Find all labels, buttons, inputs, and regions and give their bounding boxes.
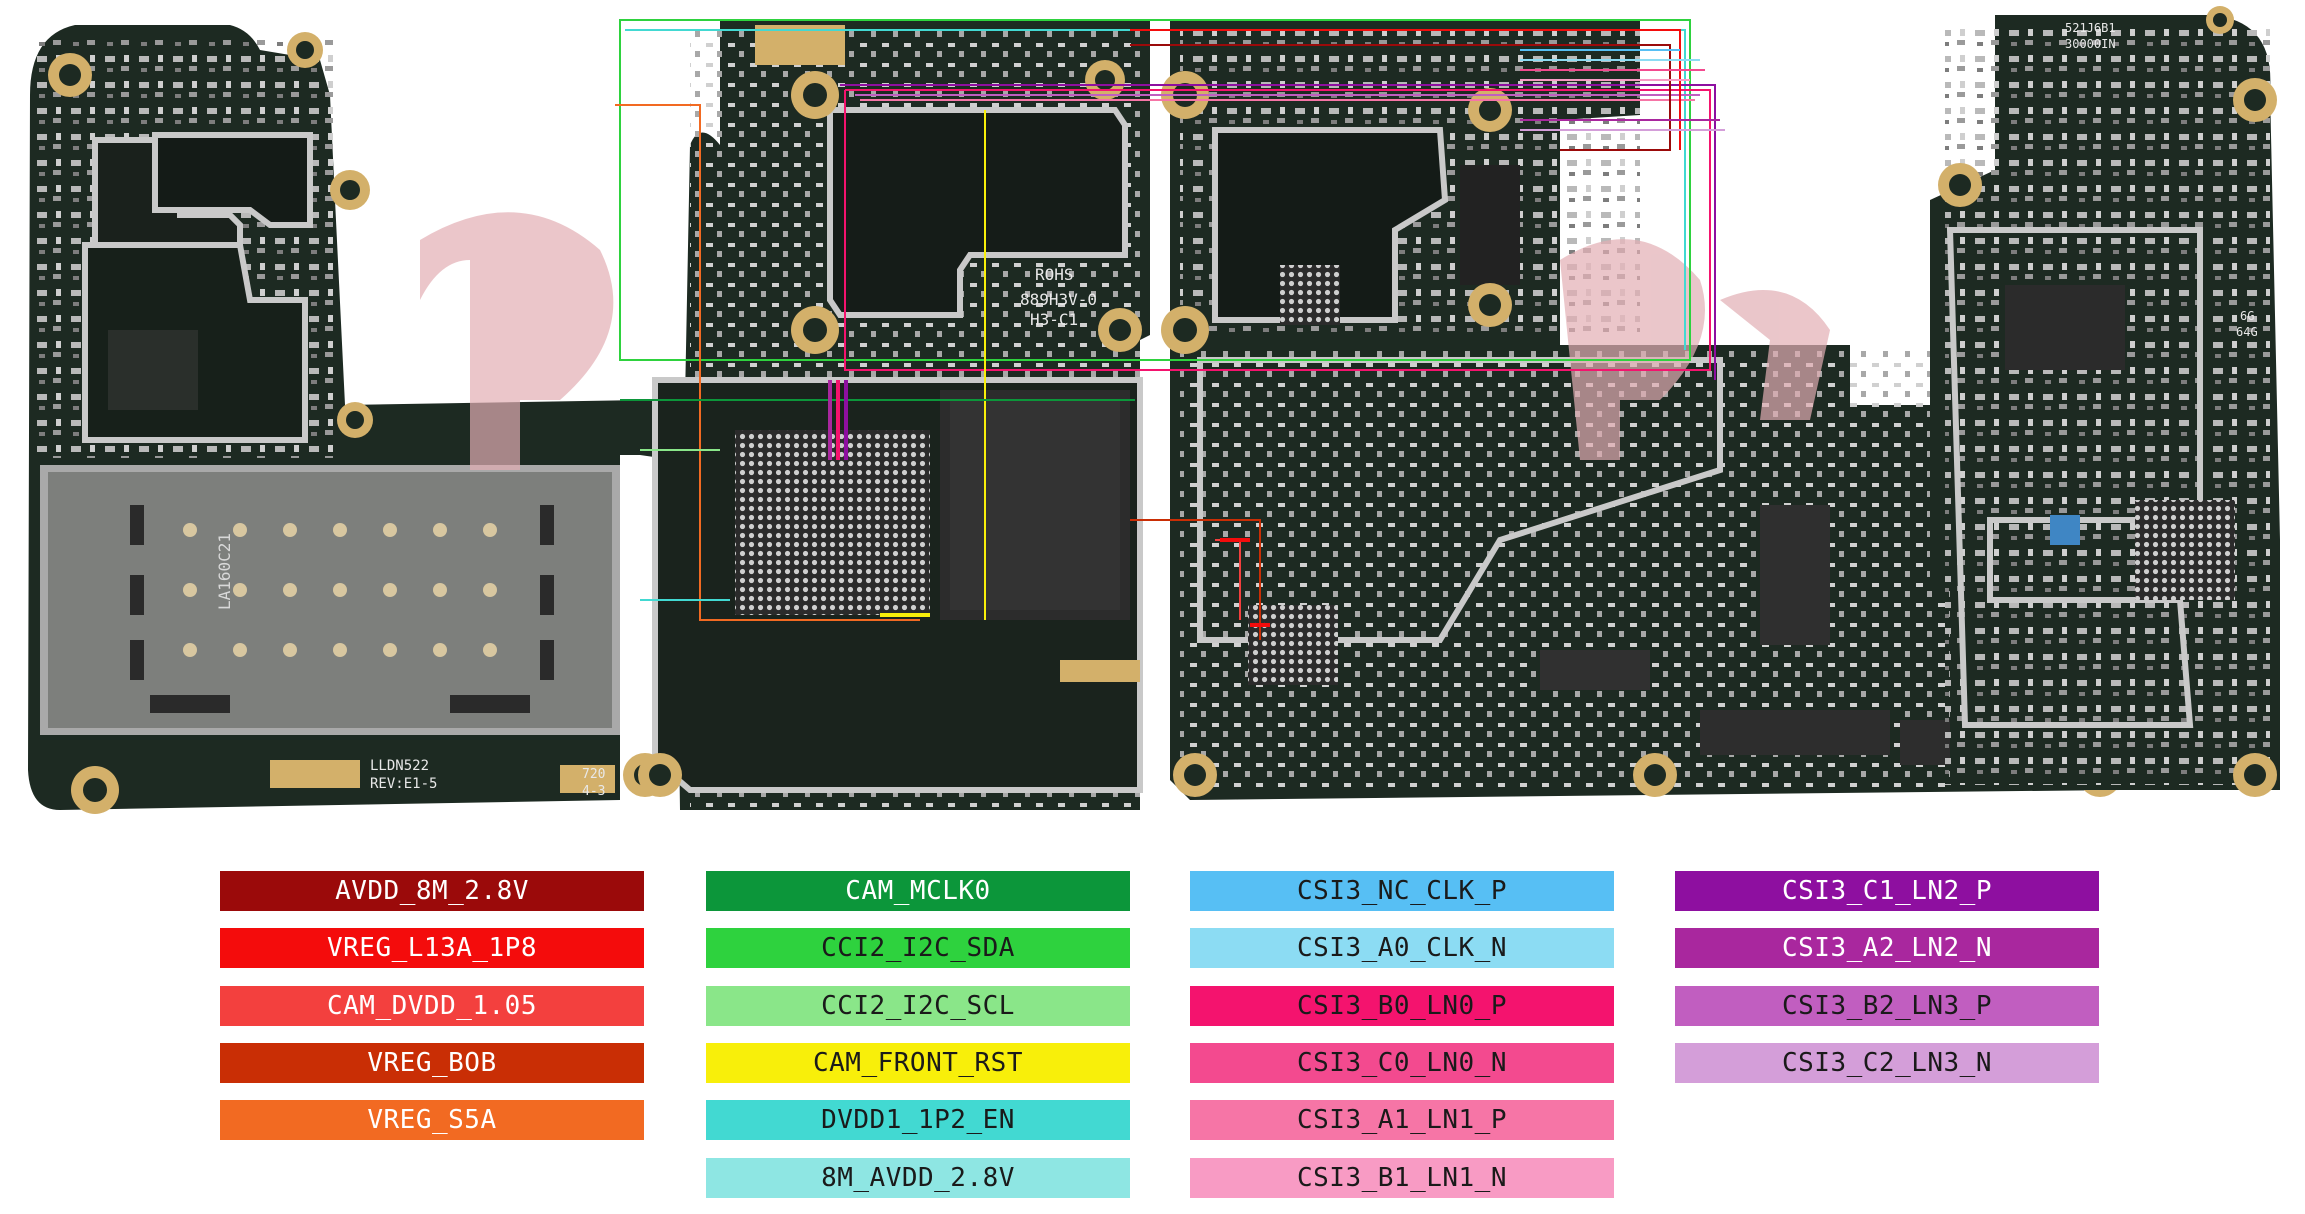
legend-csi3-b0-ln0-p: CSI3_B0_LN0_P [1190, 986, 1614, 1026]
silk-lldn: LLDN522 [370, 758, 429, 774]
legend-label: CSI3_B1_LN1_N [1297, 1163, 1507, 1193]
silk-lab: LA160C21 [215, 533, 234, 610]
silk-code2: H3-C1 [1030, 310, 1078, 329]
legend-csi3-c2-ln3-n: CSI3_C2_LN3_N [1675, 1043, 2099, 1083]
legend-label: CSI3_C0_LN0_N [1297, 1048, 1507, 1078]
legend-label: CCI2_I2C_SDA [821, 933, 1015, 963]
legend-csi3-a1-ln1-p: CSI3_A1_LN1_P [1190, 1100, 1614, 1140]
legend-label: CSI3_NC_CLK_P [1297, 876, 1507, 906]
legend-cam-dvdd-1v05: CAM_DVDD_1.05 [220, 986, 644, 1026]
legend-dvdd1-1p2-en: DVDD1_1P2_EN [706, 1100, 1130, 1140]
silk-num: 720 [582, 767, 605, 782]
silk-mem: 6G [2240, 309, 2254, 323]
legend-label: AVDD_8M_2.8V [335, 876, 529, 906]
silk-mem2: 64G [2236, 325, 2258, 339]
legend-cci2-i2c-scl: CCI2_I2C_SCL [706, 986, 1130, 1026]
pcb-board-image: ROHS 889H3V-0 H3-C1 LLDN522 REV:E1-5 720… [28, 6, 2280, 814]
silk-rev: REV:E1-5 [370, 776, 437, 792]
legend-label: CSI3_C2_LN3_N [1782, 1048, 1992, 1078]
middle-board [638, 20, 1150, 810]
legend-csi3-c1-ln2-p: CSI3_C1_LN2_P [1675, 871, 2099, 911]
legend-label: CAM_MCLK0 [845, 876, 991, 906]
legend-cci2-i2c-sda: CCI2_I2C_SDA [706, 928, 1130, 968]
legend-csi3-c0-ln0-n: CSI3_C0_LN0_N [1190, 1043, 1614, 1083]
silk-chip-code: 521J6B1 [2065, 21, 2116, 35]
legend-label: VREG_L13A_1P8 [327, 933, 537, 963]
silk-chip-code2: 30000IN [2065, 37, 2116, 51]
legend-label: CAM_DVDD_1.05 [327, 991, 537, 1021]
legend-csi3-a2-ln2-n: CSI3_A2_LN2_N [1675, 928, 2099, 968]
legend-csi3-b2-ln3-p: CSI3_B2_LN3_P [1675, 986, 2099, 1026]
legend-label: 8M_AVDD_2.8V [821, 1163, 1015, 1193]
legend-csi3-a0-clk-n: CSI3_A0_CLK_N [1190, 928, 1614, 968]
signal-traces [615, 19, 1725, 640]
legend-label: VREG_BOB [367, 1048, 497, 1078]
legend-csi3-b1-ln1-n: CSI3_B1_LN1_N [1190, 1158, 1614, 1198]
legend-8m-avdd-2v8: 8M_AVDD_2.8V [706, 1158, 1130, 1198]
legend-label: CSI3_A0_CLK_N [1297, 933, 1507, 963]
legend-label: DVDD1_1P2_EN [821, 1105, 1015, 1135]
left-board [28, 25, 667, 814]
legend-avdd-8m-2v8: AVDD_8M_2.8V [220, 871, 644, 911]
legend-label: CSI3_C1_LN2_P [1782, 876, 1992, 906]
legend-label: CSI3_B2_LN3_P [1782, 991, 1992, 1021]
right-board [1930, 6, 2280, 797]
legend-label: CSI3_B0_LN0_P [1297, 991, 1507, 1021]
legend-csi3-nc-clk-p: CSI3_NC_CLK_P [1190, 871, 1614, 911]
legend-label: CSI3_A1_LN1_P [1297, 1105, 1507, 1135]
legend-vreg-s5a: VREG_S5A [220, 1100, 644, 1140]
legend-cam-front-rst: CAM_FRONT_RST [706, 1043, 1130, 1083]
silk-code: 889H3V-0 [1020, 290, 1097, 309]
legend-vreg-bob: VREG_BOB [220, 1043, 644, 1083]
silk-num2: 4-3 [582, 784, 605, 799]
watermark [420, 212, 1830, 471]
silk-rohs: ROHS [1035, 265, 1074, 284]
legend-label: CSI3_A2_LN2_N [1782, 933, 1992, 963]
legend-label: CAM_FRONT_RST [813, 1048, 1023, 1078]
legend-label: VREG_S5A [367, 1105, 497, 1135]
legend-cam-mclk0: CAM_MCLK0 [706, 871, 1130, 911]
legend-label: CCI2_I2C_SCL [821, 991, 1015, 1021]
legend-vreg-l13a-1p8: VREG_L13A_1P8 [220, 928, 644, 968]
